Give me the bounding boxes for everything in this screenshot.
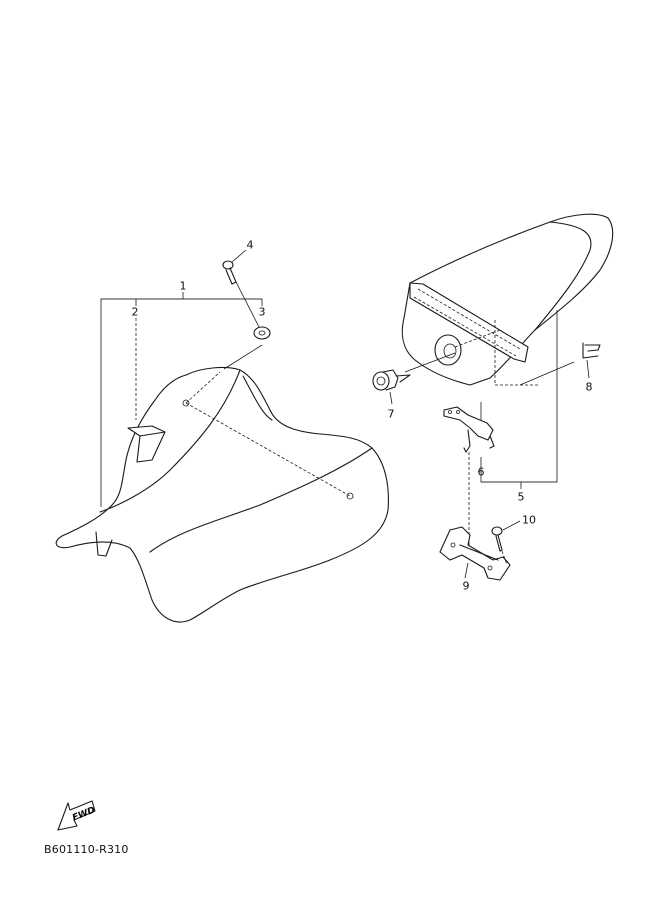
bracket-part-5 — [480, 310, 558, 489]
hook-part-6 — [443, 402, 495, 453]
clip-part-8 — [519, 342, 601, 386]
bracket-part-1 — [100, 292, 263, 507]
callout-1: 1 — [179, 279, 187, 293]
passenger-seat — [401, 213, 614, 386]
callout-8: 8 — [585, 380, 593, 394]
fwd-arrow-icon: FWD — [57, 800, 97, 831]
bracket-part-9 — [439, 526, 511, 581]
callout-6: 6 — [477, 465, 485, 479]
bolt-part-4 — [222, 249, 260, 328]
callout-5: 5 — [517, 490, 525, 504]
callout-2: 2 — [131, 305, 139, 319]
callout-7: 7 — [387, 407, 395, 421]
callout-10: 10 — [522, 513, 536, 527]
lock-part-7 — [372, 352, 456, 405]
rider-seat — [55, 344, 389, 623]
diagram-code: B601110-R310 — [44, 843, 129, 856]
callout-4: 4 — [246, 238, 254, 252]
screw-part-10 — [491, 520, 521, 566]
callout-9: 9 — [462, 579, 470, 593]
collar-part-3 — [253, 326, 271, 340]
callout-3: 3 — [258, 305, 266, 319]
